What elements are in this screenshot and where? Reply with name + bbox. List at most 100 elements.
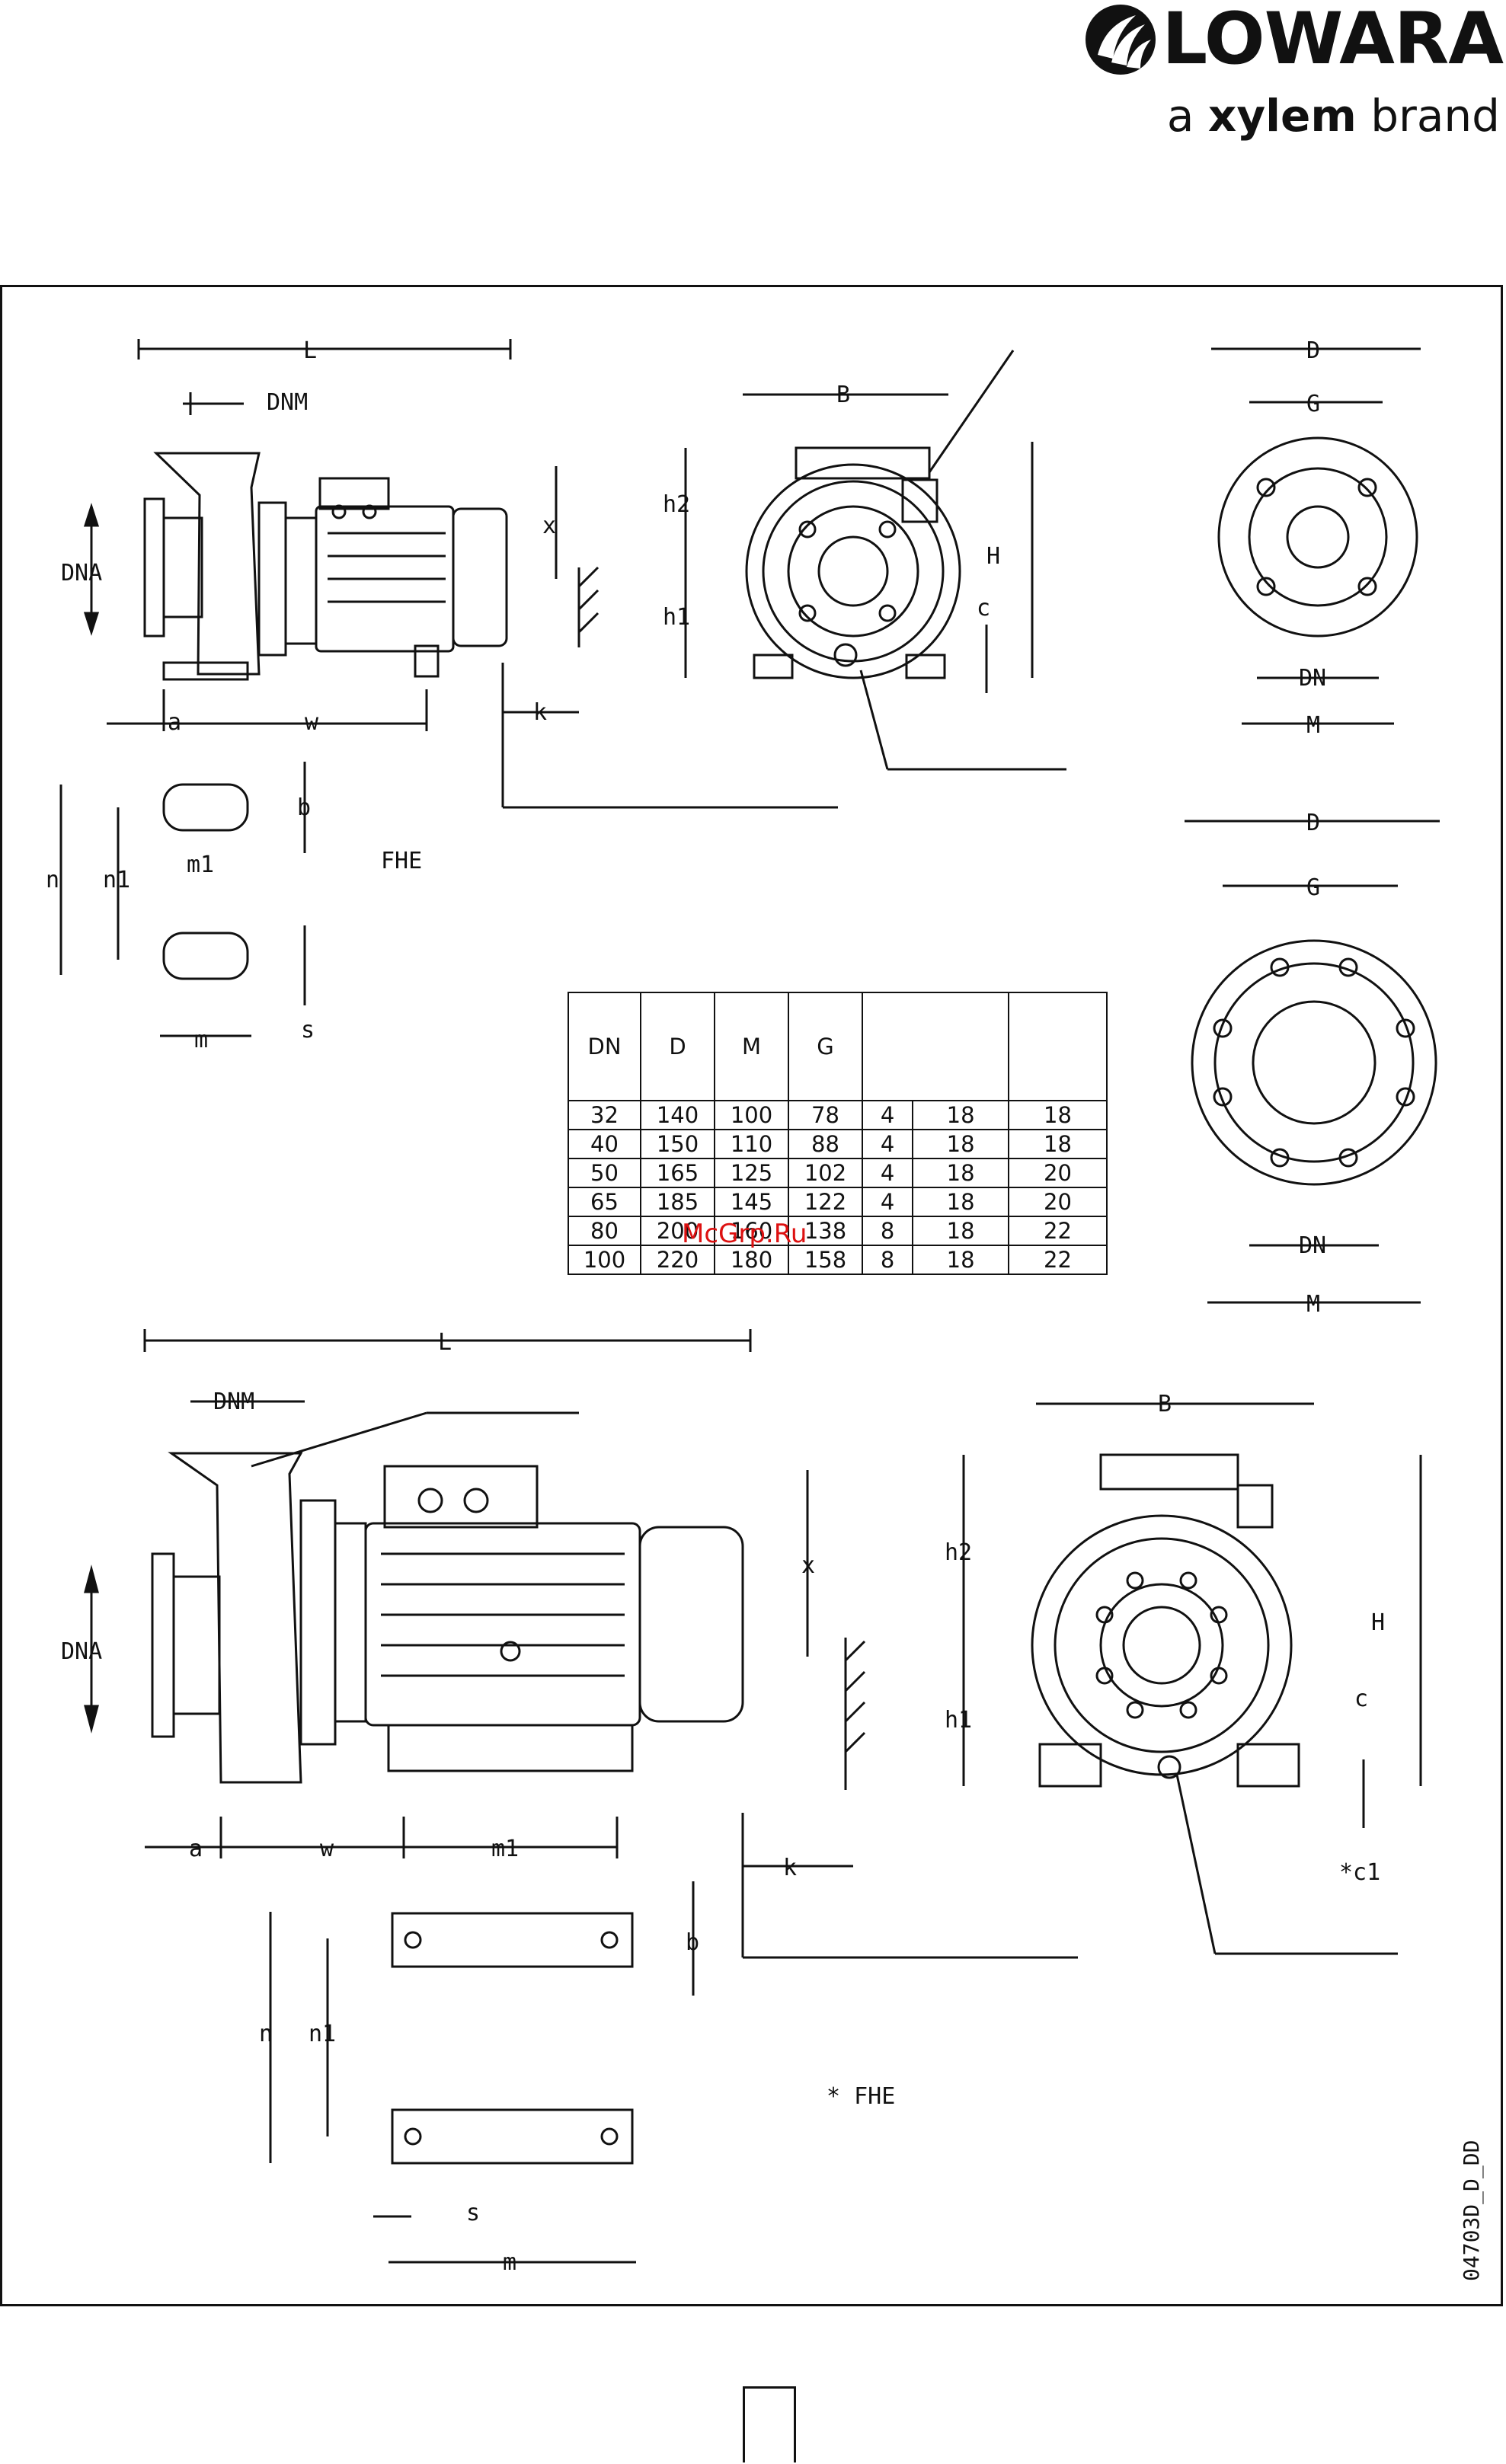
table-cell: 185 [640, 1187, 715, 1217]
dim-H-top: H [986, 543, 1000, 570]
table-cell: 158 [788, 1245, 863, 1275]
table-cell: 4 [861, 1187, 914, 1217]
brand-name: LOWARA [1162, 0, 1504, 81]
dim-x-top: x [542, 513, 556, 539]
table-cell: 4 [861, 1129, 914, 1159]
col-header-blank-2 [1008, 992, 1108, 1101]
table-cell: 65 [568, 1187, 641, 1217]
table-cell: 4 [861, 1158, 914, 1188]
dim-DN-mid: DN [1299, 1232, 1326, 1259]
dim-n1-top: n1 [103, 867, 130, 893]
table-cell: 220 [640, 1245, 715, 1275]
table-cell: 22 [1008, 1245, 1108, 1275]
table-cell: 18 [912, 1216, 1009, 1246]
dim-b-top: b [297, 794, 311, 821]
dim-x-bottom: x [801, 1552, 815, 1579]
dim-h2-bottom: h2 [945, 1539, 972, 1566]
brand-header: LOWARA a xylem brand [1086, 0, 1504, 152]
dim-B-top: B [836, 382, 850, 408]
table-cell: 8 [861, 1245, 914, 1275]
table-header-row: DN D M G [568, 992, 1108, 1101]
table-cell: 4 [861, 1100, 914, 1130]
dim-DN-top: DN [1299, 665, 1326, 692]
dim-w-bottom: w [320, 1836, 334, 1862]
table-cell: 18 [912, 1187, 1009, 1217]
table-cell: 100 [714, 1100, 789, 1130]
dim-B-bottom: B [1158, 1391, 1172, 1417]
table-cell: 18 [1008, 1100, 1108, 1130]
dim-G-top: G [1306, 391, 1320, 417]
col-header-m: M [714, 992, 789, 1101]
dim-L-top: L [303, 337, 317, 364]
dim-m-top: m [194, 1027, 208, 1053]
dim-c-bottom: c [1354, 1686, 1368, 1712]
dim-c1-bottom: *c1 [1339, 1859, 1380, 1886]
table-cell: 40 [568, 1129, 641, 1159]
table-cell: 18 [912, 1158, 1009, 1188]
col-header-blank-1 [862, 992, 1009, 1101]
table-cell: 22 [1008, 1216, 1108, 1246]
dim-b-bottom: b [686, 1929, 699, 1956]
table-cell: 100 [568, 1245, 641, 1275]
dim-D-mid: D [1306, 810, 1320, 836]
lowara-drop-icon [1086, 5, 1156, 75]
feet-large [269, 1881, 695, 2264]
table-cell: 20 [1008, 1158, 1108, 1188]
dim-H-bottom: H [1371, 1609, 1385, 1636]
pump-side-view-large [84, 1329, 1078, 1959]
table-cell: 8 [861, 1216, 914, 1246]
table-cell: 80 [568, 1216, 641, 1246]
dim-DNA-bottom: DNA [61, 1638, 102, 1665]
pump-front-view-small [684, 350, 1066, 771]
table-cell: 145 [714, 1187, 789, 1217]
logo: LOWARA [1082, 0, 1504, 81]
table-cell: 122 [788, 1187, 863, 1217]
dim-D-top: D [1306, 337, 1320, 364]
dim-a-bottom: a [189, 1836, 203, 1862]
dim-k-bottom: k [783, 1855, 797, 1881]
dim-m-bottom: m [503, 2249, 516, 2276]
dim-m1-top: m1 [187, 852, 214, 878]
dim-s-top: s [301, 1017, 315, 1043]
dim-DNA-top: DNA [61, 560, 102, 586]
page-number-box [743, 2386, 796, 2462]
table-cell: 50 [568, 1158, 641, 1188]
table-cell: 160 [714, 1216, 789, 1246]
dim-c-top: c [977, 595, 990, 622]
drawing-code: 04703D_D_DD [1459, 2140, 1484, 2281]
feet-small [59, 762, 306, 1037]
tagline-bold: xylem [1207, 90, 1357, 142]
table-cell: 102 [788, 1158, 863, 1188]
pump-front-view-large [962, 1402, 1422, 1955]
dim-h1-bottom: h1 [945, 1707, 972, 1734]
pump-side-view-small [83, 339, 838, 809]
dim-M-mid: M [1306, 1291, 1320, 1318]
dim-h2-top: h2 [663, 491, 690, 518]
table-cell: 180 [714, 1245, 789, 1275]
dim-DNM-top: DNM [267, 389, 308, 416]
dim-m1-bottom: m1 [491, 1836, 519, 1862]
dim-n1-bottom: n1 [309, 2021, 336, 2047]
dim-a-top: a [168, 709, 181, 736]
table-cell: 18 [912, 1129, 1009, 1159]
table-cell: 138 [788, 1216, 863, 1246]
dim-DNM-bottom: DNM [213, 1389, 254, 1415]
flange-large [1185, 820, 1440, 1304]
table-cell: 140 [640, 1100, 715, 1130]
tagline-suffix: brand [1356, 90, 1500, 142]
label-FHE-bottom: * FHE [827, 2083, 895, 2110]
table-cell: 200 [640, 1216, 715, 1246]
table-cell: 78 [788, 1100, 863, 1130]
watermark: McGrp.Ru [682, 1219, 807, 1249]
dim-s-bottom: s [466, 2200, 480, 2226]
dim-k-top: k [533, 699, 547, 726]
drawing-frame [0, 285, 1503, 2306]
table-cell: 20 [1008, 1187, 1108, 1217]
brand-tagline: a xylem brand [1167, 90, 1500, 142]
